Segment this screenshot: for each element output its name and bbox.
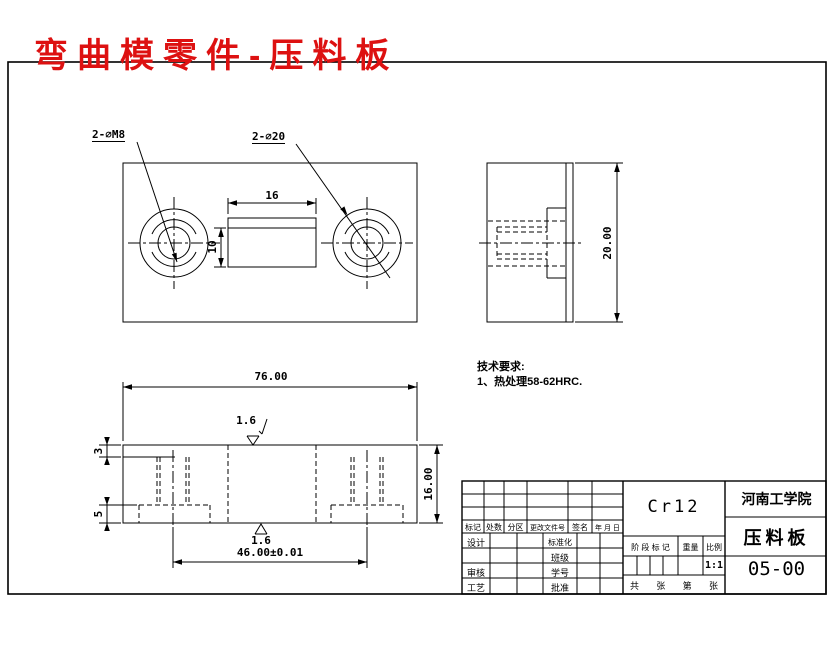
tb-label-scale: 比例 (706, 543, 722, 552)
tb-header-zone: 分区 (507, 523, 524, 532)
tb-label-weight: 重量 (682, 543, 699, 552)
tb-label-standardization: 标准化 (548, 538, 572, 547)
dim-text-76: 76.00 (254, 370, 288, 383)
tb-label-review: 审核 (466, 568, 485, 578)
roughness-value-bottom: 1.6 (251, 534, 271, 547)
front-dim-5 (99, 497, 137, 531)
tb-sheet-row: 共 张 第 张 (630, 579, 718, 592)
side-dim-20 (575, 162, 623, 323)
tb-label-student-no: 学号 (550, 568, 569, 578)
material-spec: Cr12 (647, 497, 701, 517)
page-title: 弯曲模零件-压料板 (34, 37, 399, 75)
tb-label-approve: 批准 (550, 583, 569, 593)
drawing-number: 05-00 (747, 558, 806, 580)
roughness-value-top: 1.6 (236, 414, 256, 427)
tech-requirements-item: 1、热处理58-62HRC. (477, 376, 583, 388)
roughness-symbol-bottom (254, 523, 268, 535)
tb-label-stage-mark: 阶 段 标 记 (631, 543, 670, 552)
tb-label-design: 设计 (466, 538, 485, 548)
dim-text-3: 3 (92, 447, 105, 455)
tb-scale-value: 1:1 (704, 560, 724, 571)
plan-outline (122, 162, 418, 323)
tb-sheet-zhang2: 张 (708, 581, 718, 591)
side-counterbore-step (546, 207, 566, 279)
leader-d20 (295, 143, 391, 279)
tb-header-change-doc: 更改文件号 (530, 525, 565, 532)
drawing-frame (7, 61, 827, 595)
tb-sheet-no: 第 (682, 581, 692, 591)
dim-text-20: 20.00 (601, 226, 614, 260)
tb-sheet-zhang1: 张 (656, 581, 666, 591)
dim-text-46: 46.00±0.01 (236, 546, 304, 559)
school-name: 河南工学院 (741, 491, 812, 507)
roughness-symbol-top (246, 418, 268, 446)
front-outline (122, 444, 418, 524)
tb-sheet-total: 共 (630, 581, 640, 591)
tb-label-process: 工艺 (466, 583, 485, 593)
dim-text-16: 16 (265, 189, 279, 202)
plan-dim-10 (214, 227, 226, 268)
plan-view (122, 141, 418, 323)
front-dim-76 (122, 382, 418, 441)
tb-label-class: 班级 (550, 553, 569, 563)
plan-hole-right (321, 197, 413, 289)
front-dim-16 (419, 444, 443, 524)
tb-header-mark: 标记 (465, 523, 481, 532)
tb-header-count: 处数 (486, 523, 502, 532)
leader-m8 (136, 141, 178, 263)
front-dim-46 (172, 527, 368, 568)
hole-callout-m8: 2-∅M8 (92, 128, 126, 142)
front-view (99, 382, 443, 568)
side-view (479, 162, 623, 323)
tech-requirements-heading: 技术要求: (477, 361, 525, 373)
plan-hole-left (128, 197, 220, 289)
dim-text-5: 5 (92, 510, 105, 518)
side-hidden-thread (496, 226, 548, 260)
front-hole-left (138, 450, 211, 528)
tb-header-signature: 签名 (572, 523, 588, 532)
dim-text-16-00: 16.00 (422, 467, 435, 501)
part-name: 压料板 (743, 528, 810, 548)
dim-text-10: 10 (206, 240, 219, 254)
title-block-grid (461, 480, 827, 595)
tb-header-date: 年 月 日 (595, 525, 620, 532)
hole-callout-d20: 2-∅20 (252, 130, 286, 144)
plan-dim-16 (227, 198, 317, 214)
front-dim-3 (99, 437, 121, 465)
plan-center-boss (227, 217, 317, 268)
front-hole-right (330, 450, 404, 528)
